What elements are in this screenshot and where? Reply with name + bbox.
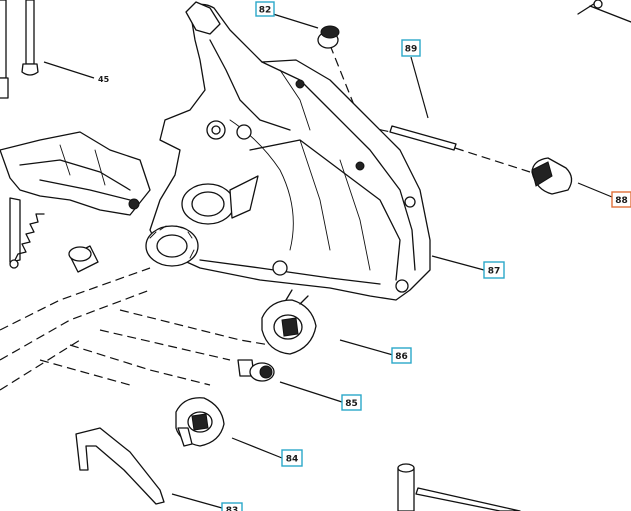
svg-text:86: 86 bbox=[395, 352, 408, 362]
part-label-86: 86 bbox=[391, 347, 412, 364]
corner-fragment bbox=[577, 0, 631, 23]
grommet bbox=[531, 157, 613, 198]
part-label-87: 87 bbox=[483, 261, 505, 279]
part-label-88: 88 bbox=[611, 191, 631, 208]
spring bbox=[9, 213, 45, 269]
bottom-right-fragment bbox=[397, 463, 521, 511]
svg-text:83: 83 bbox=[226, 506, 239, 511]
hose-clip bbox=[75, 427, 223, 509]
assembly-dashed-lines bbox=[0, 44, 531, 391]
part-label-89: 89 bbox=[401, 39, 421, 57]
top-spacer bbox=[272, 13, 340, 49]
svg-text:45: 45 bbox=[98, 75, 110, 84]
svg-text:89: 89 bbox=[405, 45, 418, 55]
svg-text:82: 82 bbox=[259, 6, 272, 16]
part-label-84: 84 bbox=[281, 449, 303, 467]
part-label-85: 85 bbox=[341, 394, 362, 411]
main-housing bbox=[145, 1, 485, 301]
part-label-82: 82 bbox=[255, 1, 275, 17]
pump-shaft bbox=[237, 359, 343, 403]
oil-pump bbox=[175, 397, 283, 459]
svg-text:85: 85 bbox=[345, 399, 358, 409]
svg-text:87: 87 bbox=[488, 267, 501, 277]
bolt-pair bbox=[0, 0, 95, 99]
part-label-83: 83 bbox=[221, 502, 243, 511]
svg-text:84: 84 bbox=[286, 455, 299, 465]
part-label-45: 45 bbox=[98, 75, 110, 84]
left-spacer bbox=[68, 245, 99, 273]
left-bracket bbox=[0, 131, 151, 263]
pin bbox=[389, 56, 457, 151]
worm-gear bbox=[261, 289, 394, 356]
svg-text:88: 88 bbox=[615, 196, 628, 206]
